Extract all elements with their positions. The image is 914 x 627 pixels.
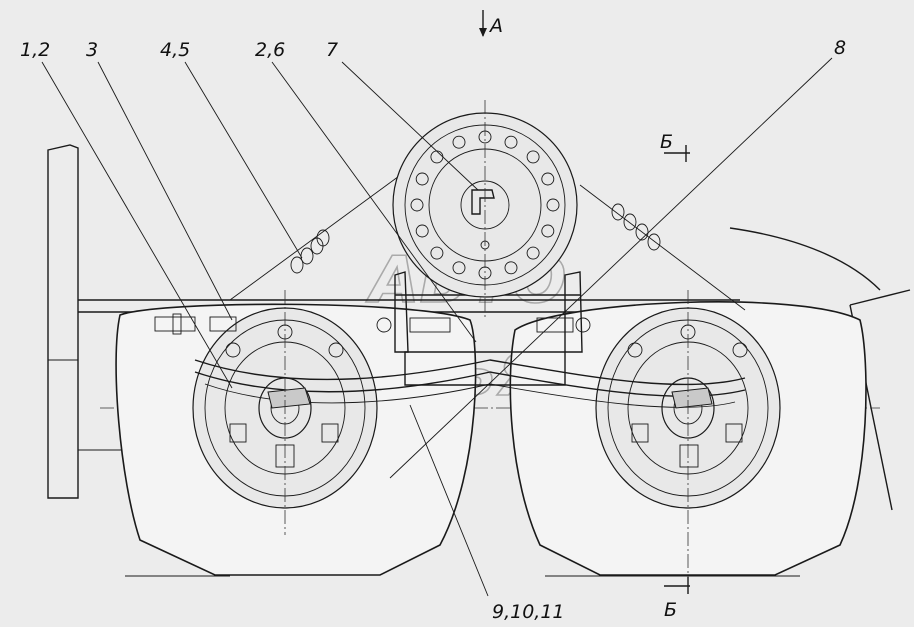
label-4-5: 4,5: [160, 39, 190, 61]
hub-bolt: [504, 135, 518, 149]
label-1-2: 1,2: [20, 39, 50, 61]
hub-bolt: [541, 224, 555, 238]
frame-left-post: [47, 144, 79, 499]
hub-bolt: [452, 261, 466, 275]
reactive-rod-left: [229, 167, 411, 301]
hub-bolt: [452, 135, 466, 149]
hub-bolt: [541, 172, 555, 186]
reactive-rod-right: [579, 184, 746, 311]
hub-bolt: [415, 224, 429, 238]
bolts-right: [536, 317, 591, 333]
label-section-b-bottom: Б: [664, 599, 677, 621]
hub-bolt: [546, 198, 560, 212]
hub-bolt: [526, 246, 540, 260]
leader-lines: [41, 57, 833, 597]
section-b-marker-top: [664, 145, 690, 162]
hub-bolt: [415, 172, 429, 186]
label-8: 8: [834, 37, 846, 59]
label-7: 7: [326, 39, 338, 61]
left-wheel: [115, 303, 477, 576]
view-a-marker: [479, 10, 487, 37]
label-9-10-11: 9,10,11: [492, 601, 565, 623]
hub-bolt: [430, 246, 444, 260]
section-b-marker-bottom: [664, 577, 690, 594]
hub-bolt: [504, 261, 518, 275]
rear-fender: [729, 227, 881, 291]
label-3: 3: [86, 39, 98, 61]
hub-bolt: [410, 198, 424, 212]
leaf-spring: [194, 359, 746, 409]
hub-bolt: [526, 150, 540, 164]
label-view-a: А: [488, 15, 503, 37]
label-2-6: 2,6: [255, 39, 285, 61]
label-section-b-top: Б: [660, 131, 673, 153]
